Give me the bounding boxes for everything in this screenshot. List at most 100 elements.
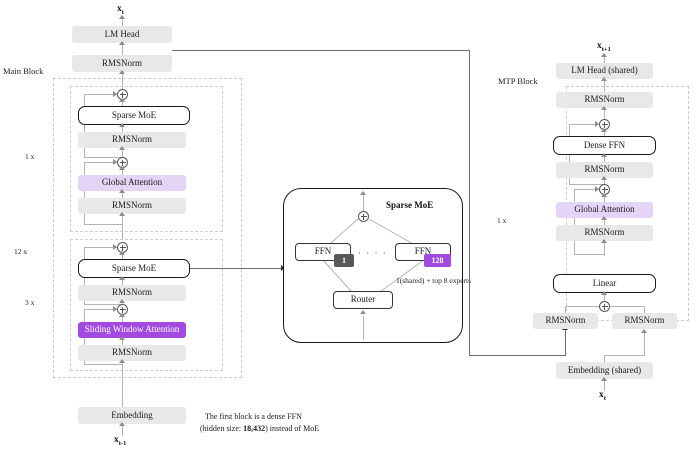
- mtp-line-linear-cat: [604, 293, 605, 301]
- mtp-line-rms2-linear: [604, 241, 605, 256]
- main-embedding-box: Embedding: [78, 407, 186, 424]
- mtp-input-token: xt: [599, 390, 606, 402]
- mtp-rmsnorm-top-box: RMSNorm: [556, 92, 653, 108]
- line-swa-rms4: [122, 338, 123, 346]
- moe-expert-index-badge-first: 1: [334, 254, 354, 267]
- arrow-moe2-icon: [119, 251, 125, 255]
- main-inner-repeat-sliding: 3 x: [25, 298, 35, 307]
- residual-line-3h: [84, 247, 117, 248]
- mtp-line-rmstop: [604, 108, 605, 120]
- residual-line-4h: [84, 309, 117, 310]
- line-moe2-rms: [122, 278, 123, 286]
- main-rmsnorm-2-box: RMSNorm: [78, 198, 186, 214]
- main-sliding-window-attention-box[interactable]: Sliding Window Attention: [78, 322, 186, 338]
- mtp-arrow-emb-icon: [601, 377, 607, 381]
- mtp-line-ga-up: [604, 195, 605, 203]
- main-inner-frame-global: [70, 86, 223, 232]
- main-to-mtp-line-h-top: [172, 50, 470, 51]
- mtp-residual-line-2h: [574, 189, 599, 190]
- mtp-global-attention-box[interactable]: Global Attention: [556, 202, 653, 218]
- arrow-swa-rms-icon: [119, 336, 125, 340]
- main-block-frame: [53, 78, 242, 378]
- mtp-arrow-lmhead-icon: [601, 77, 607, 81]
- arrow-moe1-rms-icon: [119, 123, 125, 127]
- mtp-line-lmhead: [604, 79, 605, 92]
- line-moe1-up: [122, 100, 123, 107]
- arrow-moe2-rms-icon: [119, 276, 125, 280]
- line-ga-rms2: [122, 191, 123, 199]
- mtp-residual-line-2v: [574, 189, 575, 254]
- moe-arrow-router-icon: [360, 310, 366, 314]
- mtp-residual-line-2b: [574, 254, 604, 255]
- line-lmhead-rms: [122, 43, 123, 55]
- mtp-block-group-label: MTP Block: [498, 76, 538, 86]
- mtp-concat-node: [599, 301, 610, 312]
- mtp-concat-line-right: [610, 306, 645, 307]
- mtp-line-emb-up: [604, 355, 605, 362]
- mtp-arrow-rmstop-icon: [601, 106, 607, 110]
- residual-line-2h: [84, 162, 117, 163]
- dense-ffn-note-line1: The first block is a dense FFN: [205, 412, 302, 421]
- main-block-repeat-label: 12 x: [14, 247, 28, 256]
- sparse-moe-detail-panel: [283, 188, 463, 343]
- mtp-concat-drop-right: [644, 306, 645, 313]
- main-rmsnorm-3-box: RMSNorm: [78, 285, 186, 301]
- line-ga-up: [122, 168, 123, 176]
- main-to-mtp-line-v-up: [565, 330, 566, 355]
- arrow-rms-top-icon: [119, 70, 125, 74]
- residual-arrow-4-icon: [113, 306, 117, 312]
- mtp-arrow-ffn-rms-icon: [601, 153, 607, 157]
- main-sparse-moe-2-box[interactable]: Sparse MoE: [78, 259, 190, 278]
- arrow-moe1-icon: [119, 98, 125, 102]
- mtp-concat-drop-left: [565, 306, 566, 313]
- mtp-line-ffn-rms: [604, 155, 605, 163]
- mtp-arrow-ffn-icon: [601, 128, 607, 132]
- main-output-token: xt: [117, 4, 124, 16]
- line-swa-up: [122, 315, 123, 323]
- sparse-moe-detail-title: Sparse MoE: [386, 200, 434, 210]
- arrow-swa-icon: [119, 313, 125, 317]
- moe-combine-node: [358, 211, 369, 222]
- residual-line-3b: [84, 304, 122, 305]
- main-to-mtp-line-h-bottom: [469, 355, 566, 356]
- main-rmsnorm-1-box: RMSNorm: [78, 132, 186, 148]
- main-rmsnorm-top-box: RMSNorm: [72, 55, 172, 72]
- mtp-line-emb-branch: [604, 355, 645, 356]
- mtp-arrow-linear-icon: [601, 291, 607, 295]
- line-moe1-rms: [122, 125, 123, 133]
- mtp-line-ga-rms2: [604, 218, 605, 226]
- main-rmsnorm-4-box: RMSNorm: [78, 345, 186, 361]
- residual-line-1b: [84, 157, 122, 158]
- arrow-emb-icon: [119, 422, 125, 426]
- moe-expand-line: [190, 268, 283, 270]
- arrow-ga-icon: [119, 166, 125, 170]
- residual-line-2b: [84, 224, 122, 225]
- arrow-main-out-icon: [119, 15, 125, 19]
- residual-arrow-2-icon: [113, 159, 117, 165]
- mtp-arrow-rmsright-icon: [641, 329, 647, 333]
- main-global-attention-box[interactable]: Global Attention: [78, 175, 186, 191]
- main-to-mtp-line-v: [469, 50, 470, 355]
- arrow-rms2-icon: [119, 212, 125, 216]
- residual-line-4b: [84, 364, 122, 365]
- main-input-token: xt-1: [114, 435, 127, 447]
- mtp-rmsnorm-right-box: RMSNorm: [612, 313, 677, 329]
- main-sparse-moe-1-box[interactable]: Sparse MoE: [78, 106, 190, 125]
- mtp-arrow-out-icon: [601, 53, 607, 57]
- line-rms1-add2: [122, 148, 123, 162]
- residual-line-1h: [84, 94, 117, 95]
- line-moe2-up: [122, 253, 123, 260]
- moe-ellipsis: · · · ·: [358, 248, 388, 258]
- moe-expert-index-badge-last: 128: [424, 254, 451, 267]
- moe-router-box[interactable]: Router: [333, 291, 393, 309]
- residual-line-1v: [84, 94, 85, 157]
- main-inner-frame-sliding: [70, 239, 223, 371]
- main-block-group-label: Main Block: [3, 66, 44, 76]
- mtp-line-rmsright-stub: [644, 333, 645, 341]
- mtp-residual-arrow-2-icon: [595, 186, 599, 192]
- line-emb-in: [122, 424, 123, 436]
- mtp-line-ffn-up: [604, 130, 605, 137]
- mtp-arrow-rms2-icon: [601, 239, 607, 243]
- mtp-embedding-box: Embedding (shared): [556, 362, 653, 379]
